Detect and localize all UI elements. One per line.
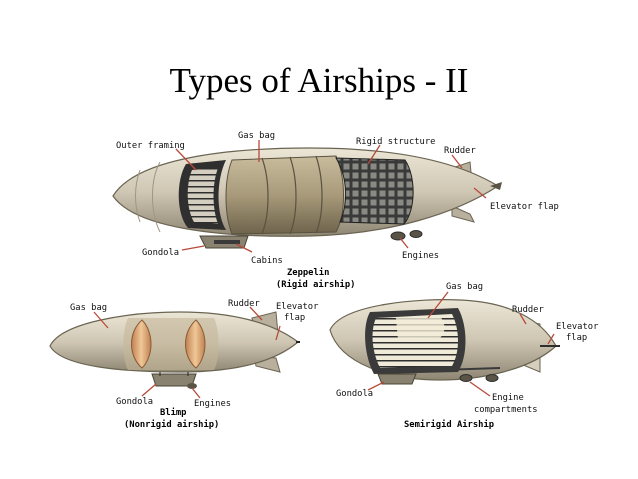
semirigid-rudder-leader [519, 313, 527, 325]
blimp-label-engines: Engines [194, 399, 231, 409]
zeppelin-rigid-structure-leader [367, 144, 381, 165]
zeppelin-caption-type: (Rigid airship) [276, 279, 355, 290]
zeppelin-label-engines: Engines [402, 251, 439, 261]
blimp-gas-bag-leader [93, 311, 109, 329]
blimp-elevator-flap-leader [275, 325, 281, 341]
zeppelin-label-cabins: Cabins [251, 256, 283, 266]
semirigid-label-rudder: Rudder [512, 305, 544, 315]
zeppelin-label-gondola: Gondola [142, 248, 179, 258]
semirigid-label-elevator-flap: flap [566, 333, 587, 343]
blimp-label-rudder: Rudder [228, 299, 260, 309]
zeppelin-engines-leader [399, 237, 409, 249]
zeppelin-label-elevator-flap: Elevator flap [490, 202, 559, 212]
semirigid-label-elevator: Elevator [556, 322, 598, 332]
semirigid-gas-bag-leader [427, 291, 449, 319]
zeppelin-elevator-flap-leader [473, 187, 487, 199]
zeppelin-illustration [112, 147, 502, 249]
blimp-label-elevator: Elevator [276, 302, 318, 312]
zeppelin-label-gas-bag: Gas bag [238, 131, 275, 141]
zeppelin-outer-framing-leader [175, 148, 197, 171]
semirigid-gondola-leader [367, 381, 385, 391]
semirigid-label-engine: Engine [492, 393, 524, 403]
blimp-label-gas-bag: Gas bag [70, 303, 107, 313]
blimp-label-gondola: Gondola [116, 397, 153, 407]
semirigid-caption: Semirigid Airship [404, 419, 494, 430]
semirigid-engine-leader [469, 381, 491, 397]
zeppelin-label-outer-framing: Outer framing [116, 141, 185, 151]
blimp-rudder-leader [249, 306, 263, 321]
zeppelin-label-rudder: Rudder [444, 146, 476, 156]
zeppelin-rudder-leader [451, 154, 463, 169]
semirigid-label-gas-bag: Gas bag [446, 282, 483, 292]
blimp-gondola-leader [141, 383, 157, 397]
semirigid-label-engine-compartments: compartments [474, 405, 538, 415]
semirigid-label-gondola: Gondola [336, 389, 373, 399]
blimp-engines-leader [191, 387, 201, 399]
blimp-caption-name: Blimp [160, 407, 186, 418]
blimp-label-elevator-flap: flap [284, 313, 305, 323]
semirigid-illustration [329, 299, 560, 385]
slide-title: Types of Airships - II [169, 61, 469, 100]
zeppelin-cabins-leader [235, 243, 253, 253]
zeppelin-label-rigid-structure: Rigid structure [356, 137, 435, 147]
semirigid-elevator-flap-leader [547, 333, 555, 345]
zeppelin-gondola-leader [181, 245, 205, 251]
blimp-caption-type: (Nonrigid airship) [124, 419, 219, 430]
blimp-illustration [49, 311, 300, 389]
zeppelin-caption-name: Zeppelin [287, 267, 329, 278]
